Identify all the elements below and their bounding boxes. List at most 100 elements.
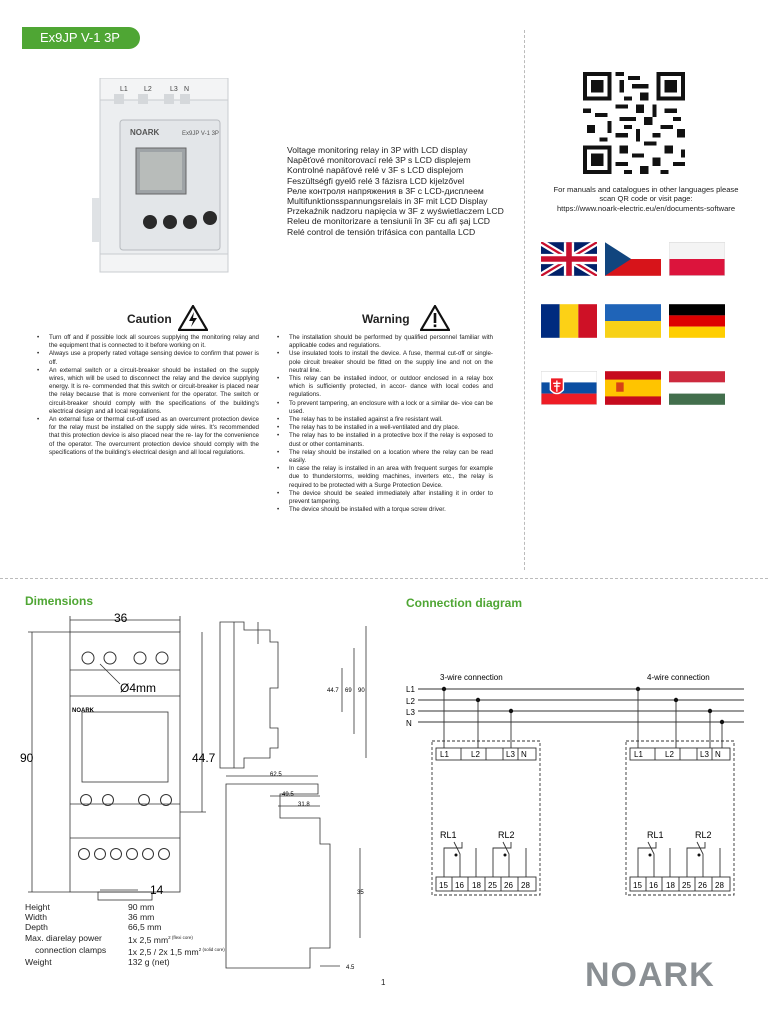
- description-line: Relé control de tensión trifásica con pa…: [287, 226, 476, 237]
- line-label-l1: L1: [406, 685, 415, 694]
- flag-slovakia-icon[interactable]: [541, 371, 597, 405]
- line-label-l3: L3: [406, 708, 415, 717]
- flag-uk-icon[interactable]: [541, 242, 597, 276]
- terminal-25: 25: [682, 881, 691, 890]
- terminal-16: 16: [455, 881, 464, 890]
- dim-width-label: 36: [114, 611, 128, 625]
- drawing-brand: NOARK: [72, 708, 95, 714]
- flag-hungary-icon[interactable]: [669, 371, 725, 405]
- description-line: Przekaźnik nadzoru napięcia w 3F z wyświ…: [287, 206, 504, 217]
- list-item: The relay has to be installed in a prote…: [277, 432, 493, 448]
- spec-label: Width: [25, 912, 47, 923]
- description-line: Napěťové monitorovací relé 3P s LCD disp…: [287, 155, 471, 166]
- dimension-drawings: 36 90 44.7 Ø4mm 14 NOARK 44.7 69 90 62.5…: [20, 611, 367, 971]
- spec-row: Height 90 mm: [25, 902, 225, 912]
- qr-code[interactable]: [583, 72, 685, 174]
- terminal-n: N: [521, 750, 527, 759]
- qr-text-line: For manuals and catalogues in other lang…: [553, 185, 739, 194]
- list-item: Use insulated tools to install the devic…: [277, 350, 493, 375]
- terminal-n: N: [715, 750, 721, 759]
- flag-romania-icon[interactable]: [541, 304, 597, 338]
- terminal-l2: L2: [665, 750, 674, 759]
- three-wire-label: 3-wire connection: [440, 673, 503, 682]
- line-label-l2: L2: [406, 697, 415, 706]
- spec-label: Height: [25, 902, 50, 912]
- terminal-26: 26: [504, 881, 513, 890]
- spec-value: 36 mm: [128, 912, 155, 923]
- documents-link[interactable]: https://www.noark-electric.eu/en/documen…: [556, 203, 736, 213]
- list-item: Always use a properly rated voltage sens…: [37, 350, 259, 366]
- bottom-dim-5: 4.5: [346, 965, 355, 971]
- spec-row: Width 36 mm: [25, 912, 225, 922]
- device-brand: NOARK: [130, 128, 160, 137]
- spec-value: 132 g (net): [128, 956, 170, 967]
- relay-label-rl1: RL1: [647, 830, 664, 840]
- description-line: Voltage monitoring relay in 3P with LCD …: [287, 145, 468, 155]
- list-item: In case the relay is installed in an are…: [277, 465, 493, 490]
- horizontal-divider: [0, 578, 768, 579]
- product-badge: Ex9JP V-1 3P: [22, 27, 140, 49]
- connection-diagram: 3-wire connection 4-wire connection L1 L…: [406, 673, 744, 896]
- terminal-26: 26: [698, 881, 707, 890]
- product-descriptions: Voltage monitoring relay in 3P with LCD …: [287, 145, 517, 237]
- list-item: The installation should be performed by …: [277, 334, 493, 350]
- terminal-16: 16: [649, 881, 658, 890]
- connection-title: Connection diagram: [406, 596, 523, 610]
- terminal-label-l3: L3: [170, 86, 178, 93]
- dim-hole-label: Ø4mm: [120, 681, 156, 695]
- terminal-label-l1: L1: [120, 86, 128, 93]
- caution-list: Turn off and if possible lock all source…: [37, 334, 259, 457]
- flag-spain-icon[interactable]: [605, 371, 661, 405]
- list-item: An external fuse or thermal cut-off used…: [37, 416, 259, 457]
- bottom-dim-4: 35: [357, 890, 364, 896]
- terminal-18: 18: [666, 881, 675, 890]
- warning-title: Warning: [362, 312, 410, 326]
- flag-germany-icon[interactable]: [669, 304, 725, 338]
- flag-poland-icon[interactable]: [669, 242, 725, 276]
- list-item: To prevent tampering, an enclosure with …: [277, 400, 493, 416]
- list-item: The relay has to be installed against a …: [277, 416, 493, 424]
- list-item: Turn off and if possible lock all source…: [37, 334, 259, 350]
- spec-row: Weight 132 g (net): [25, 957, 225, 967]
- electric-hazard-icon: [178, 305, 208, 331]
- spec-label: Weight: [25, 956, 52, 967]
- description-line: Multifunktionsspannungsrelais in 3F mit …: [287, 196, 488, 207]
- device-model: Ex9JP V-1 3P: [182, 131, 219, 137]
- terminal-15: 15: [633, 881, 642, 890]
- description-line: Releu de monitorizare a tensiunii în 3F …: [287, 216, 491, 227]
- relay-label-rl1: RL1: [440, 830, 457, 840]
- relay-label-rl2: RL2: [695, 830, 712, 840]
- side-dim-3: 90: [358, 688, 365, 694]
- spec-label: Max. diarelay power: [25, 932, 102, 943]
- list-item: The device should be sealed immediately …: [277, 490, 493, 506]
- side-dim-2: 69: [345, 688, 352, 694]
- list-item: The device should be installed with a to…: [277, 506, 493, 514]
- terminal-l1: L1: [634, 750, 643, 759]
- terminal-l1: L1: [440, 750, 449, 759]
- terminal-18: 18: [472, 881, 481, 890]
- dim-mid-label: 44.7: [192, 751, 216, 765]
- spec-label: connection clamps: [35, 944, 107, 955]
- qr-instructions: For manuals and catalogues in other lang…: [524, 185, 768, 213]
- flag-czech-icon[interactable]: [605, 242, 661, 276]
- flag-ukraine-icon[interactable]: [605, 304, 661, 338]
- warning-icon: [420, 305, 450, 331]
- spec-value: 90 mm: [128, 902, 155, 912]
- terminal-25: 25: [488, 881, 497, 890]
- spec-label: Depth: [25, 922, 48, 933]
- brand-logo: NOARK: [585, 956, 715, 994]
- page-number: 1: [381, 978, 386, 987]
- warning-list: The installation should be performed by …: [277, 334, 493, 515]
- list-item: An external switch or a circuit-breaker …: [37, 367, 259, 416]
- terminal-l2: L2: [471, 750, 480, 759]
- description-line: Kontrolné napäťové relé v 3F s LCD displ…: [287, 165, 464, 176]
- list-item: The relay should be installed on a locat…: [277, 449, 493, 465]
- terminal-label-l2: L2: [144, 86, 152, 93]
- terminal-15: 15: [439, 881, 448, 890]
- terminal-l3: L3: [506, 750, 515, 759]
- terminal-28: 28: [521, 881, 530, 890]
- device-illustration: L1 L2 L3 N NOARK Ex9JP V-1 3P: [92, 78, 229, 273]
